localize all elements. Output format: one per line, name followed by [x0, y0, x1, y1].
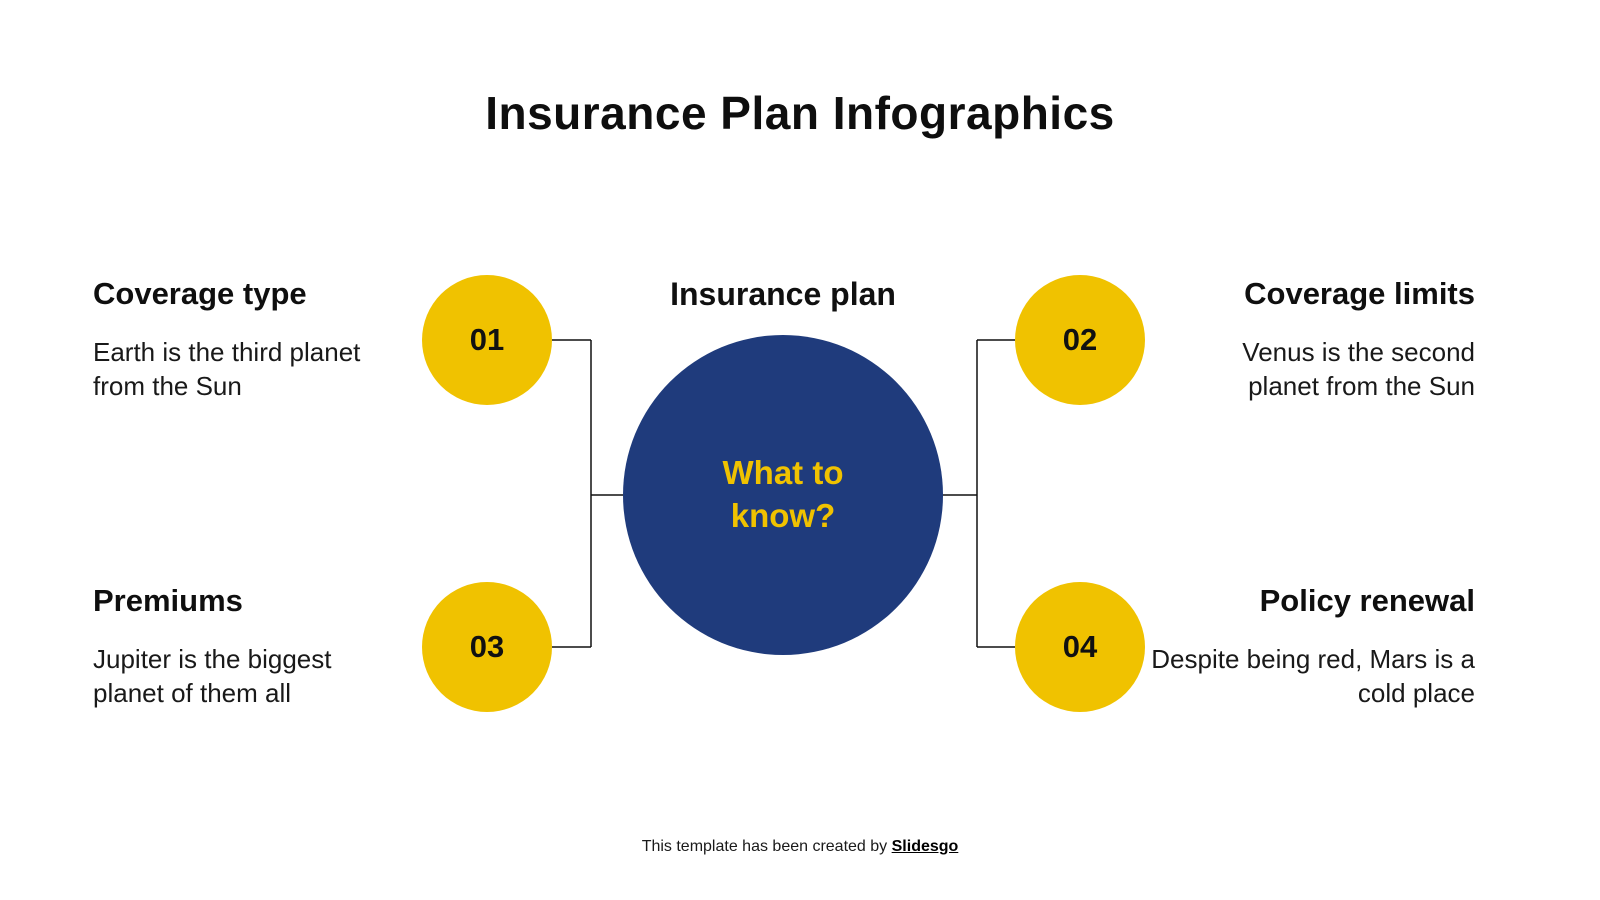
body-policy-renewal: Despite being red, Mars is a cold place: [1151, 644, 1475, 708]
heading-coverage-limits: Coverage limits: [1244, 276, 1475, 311]
text-block-premiums: Premiums Jupiter is the biggest planet o…: [93, 583, 393, 711]
body-premiums: Jupiter is the biggest planet of them al…: [93, 644, 332, 708]
body-coverage-type: Earth is the third planet from the Sun: [93, 337, 361, 401]
step-number-02: 02: [1062, 322, 1098, 357]
footer-credit-text: This template has been created by: [641, 838, 888, 855]
heading-policy-renewal: Policy renewal: [1259, 583, 1475, 618]
step-number-04: 04: [1062, 629, 1098, 664]
step-circle-04: 04: [1015, 582, 1145, 712]
center-circle-title: Insurance plan: [670, 276, 896, 312]
footer-brand-link[interactable]: Slidesgo: [891, 838, 959, 855]
step-circle-01: 01: [422, 275, 552, 405]
heading-premiums: Premiums: [93, 583, 243, 618]
text-block-coverage-type: Coverage type Earth is the third planet …: [93, 276, 373, 404]
page-title: Insurance Plan Infographics: [485, 87, 1115, 139]
text-block-coverage-limits: Coverage limits Venus is the second plan…: [1175, 276, 1475, 404]
heading-coverage-type: Coverage type: [93, 276, 307, 311]
step-circle-02: 02: [1015, 275, 1145, 405]
footer-credit: This template has been created by Slides…: [0, 838, 1600, 856]
step-number-01: 01: [469, 322, 505, 357]
body-coverage-limits: Venus is the second planet from the Sun: [1242, 337, 1475, 401]
center-circle-text: What to know?: [722, 454, 844, 534]
step-number-03: 03: [469, 629, 505, 664]
step-circle-03: 03: [422, 582, 552, 712]
center-circle: What to know?: [623, 335, 943, 655]
text-block-policy-renewal: Policy renewal Despite being red, Mars i…: [1145, 583, 1475, 711]
